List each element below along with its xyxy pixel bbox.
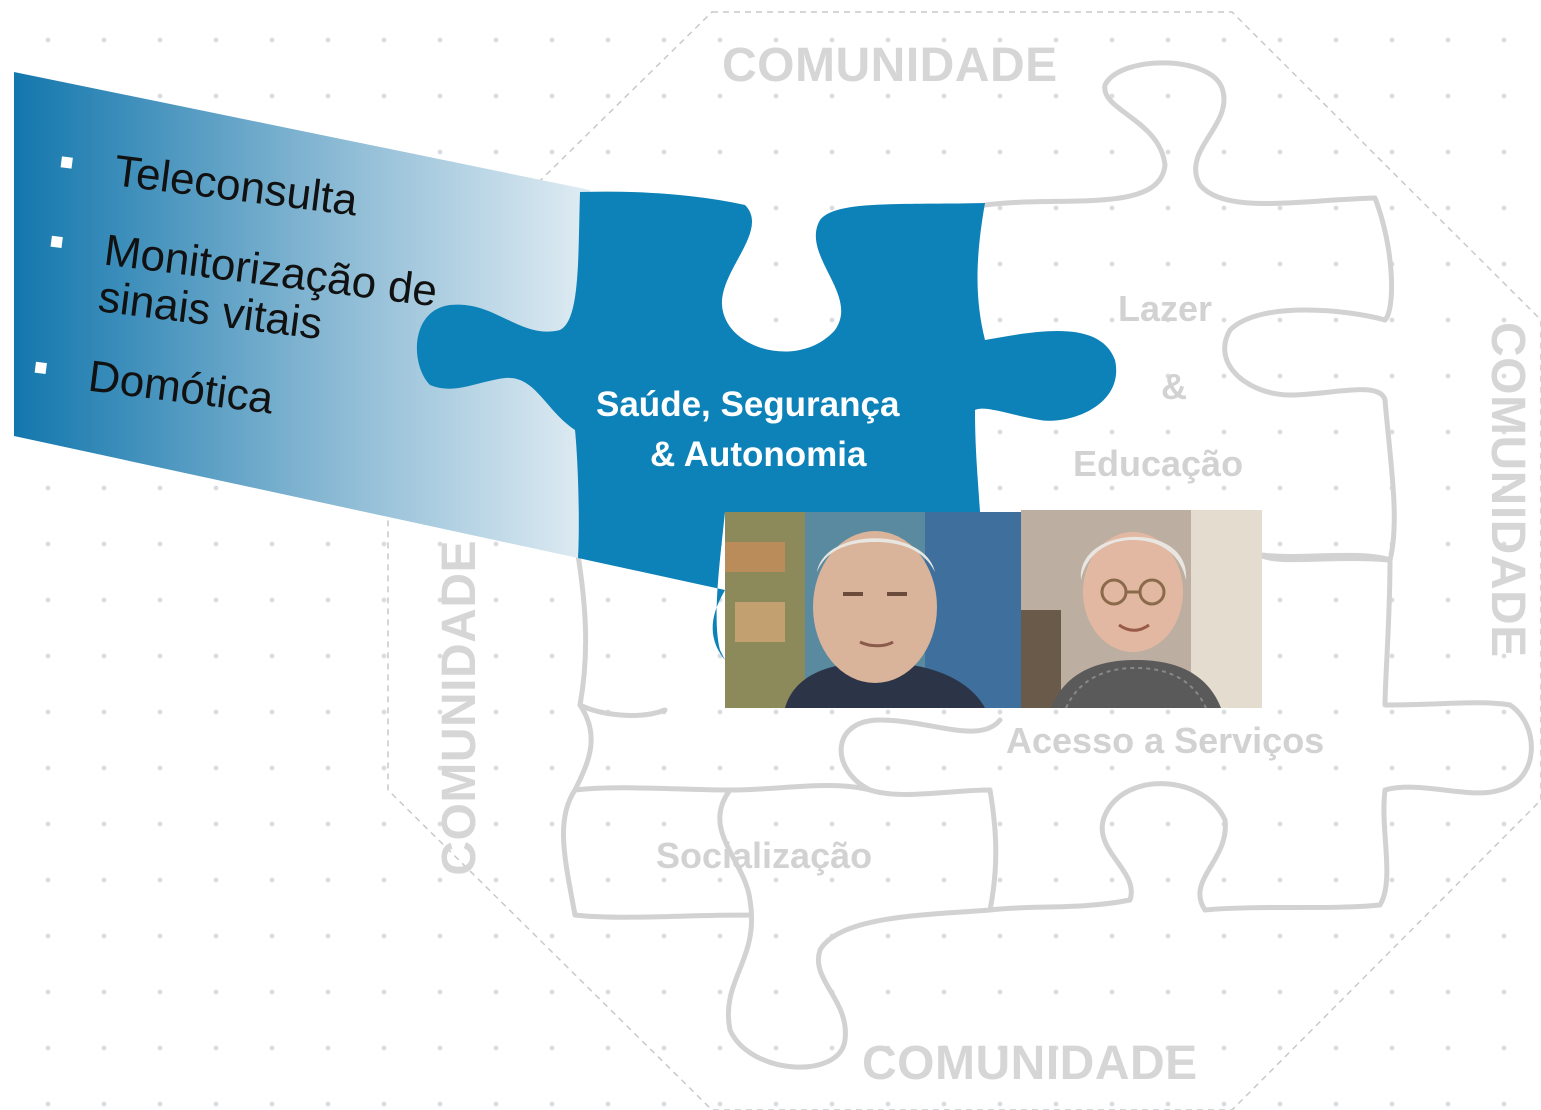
puzzle-piece-lazer-outline: [982, 60, 1397, 563]
educacao-label: Educação: [1073, 443, 1244, 484]
puzzle-piece-saude-highlight: [416, 191, 1117, 660]
bullet-square-icon: [34, 361, 47, 375]
lazer-ampersand: &: [1161, 366, 1187, 407]
lazer-label: Lazer: [1118, 288, 1213, 329]
socializacao-label: Socialização: [656, 835, 873, 876]
saude-label-line2: & Autonomia: [650, 435, 867, 474]
saude-label-line1: Saúde, Segurança: [596, 385, 900, 424]
photo-elderly-woman: [1021, 510, 1262, 708]
puzzle-piece-acesso-outline: [987, 552, 1534, 913]
feature-banner-shape: [14, 72, 590, 558]
list-item-text: Monitorização de sinais vitais: [95, 225, 441, 350]
photo-elderly-man: [725, 512, 1021, 708]
frame-label-top: COMUNIDADE: [722, 39, 1058, 92]
puzzle-piece-left-outline: [572, 552, 668, 793]
frame-label-left: COMUNIDADE: [433, 540, 486, 876]
puzzle-piece-socializacao-outline: [560, 717, 1003, 1070]
bullet-square-icon: [60, 156, 73, 169]
frame-label-bottom: COMUNIDADE: [862, 1037, 1198, 1090]
bullet-square-icon: [50, 235, 63, 249]
community-frame: [387, 11, 1541, 1110]
list-item: Monitorização de sinais vitais: [38, 219, 524, 372]
frame-label-right: COMUNIDADE: [1481, 322, 1534, 658]
acesso-servicos-label: Acesso a Serviços: [1006, 720, 1325, 761]
list-item-text: Domótica: [85, 351, 277, 424]
